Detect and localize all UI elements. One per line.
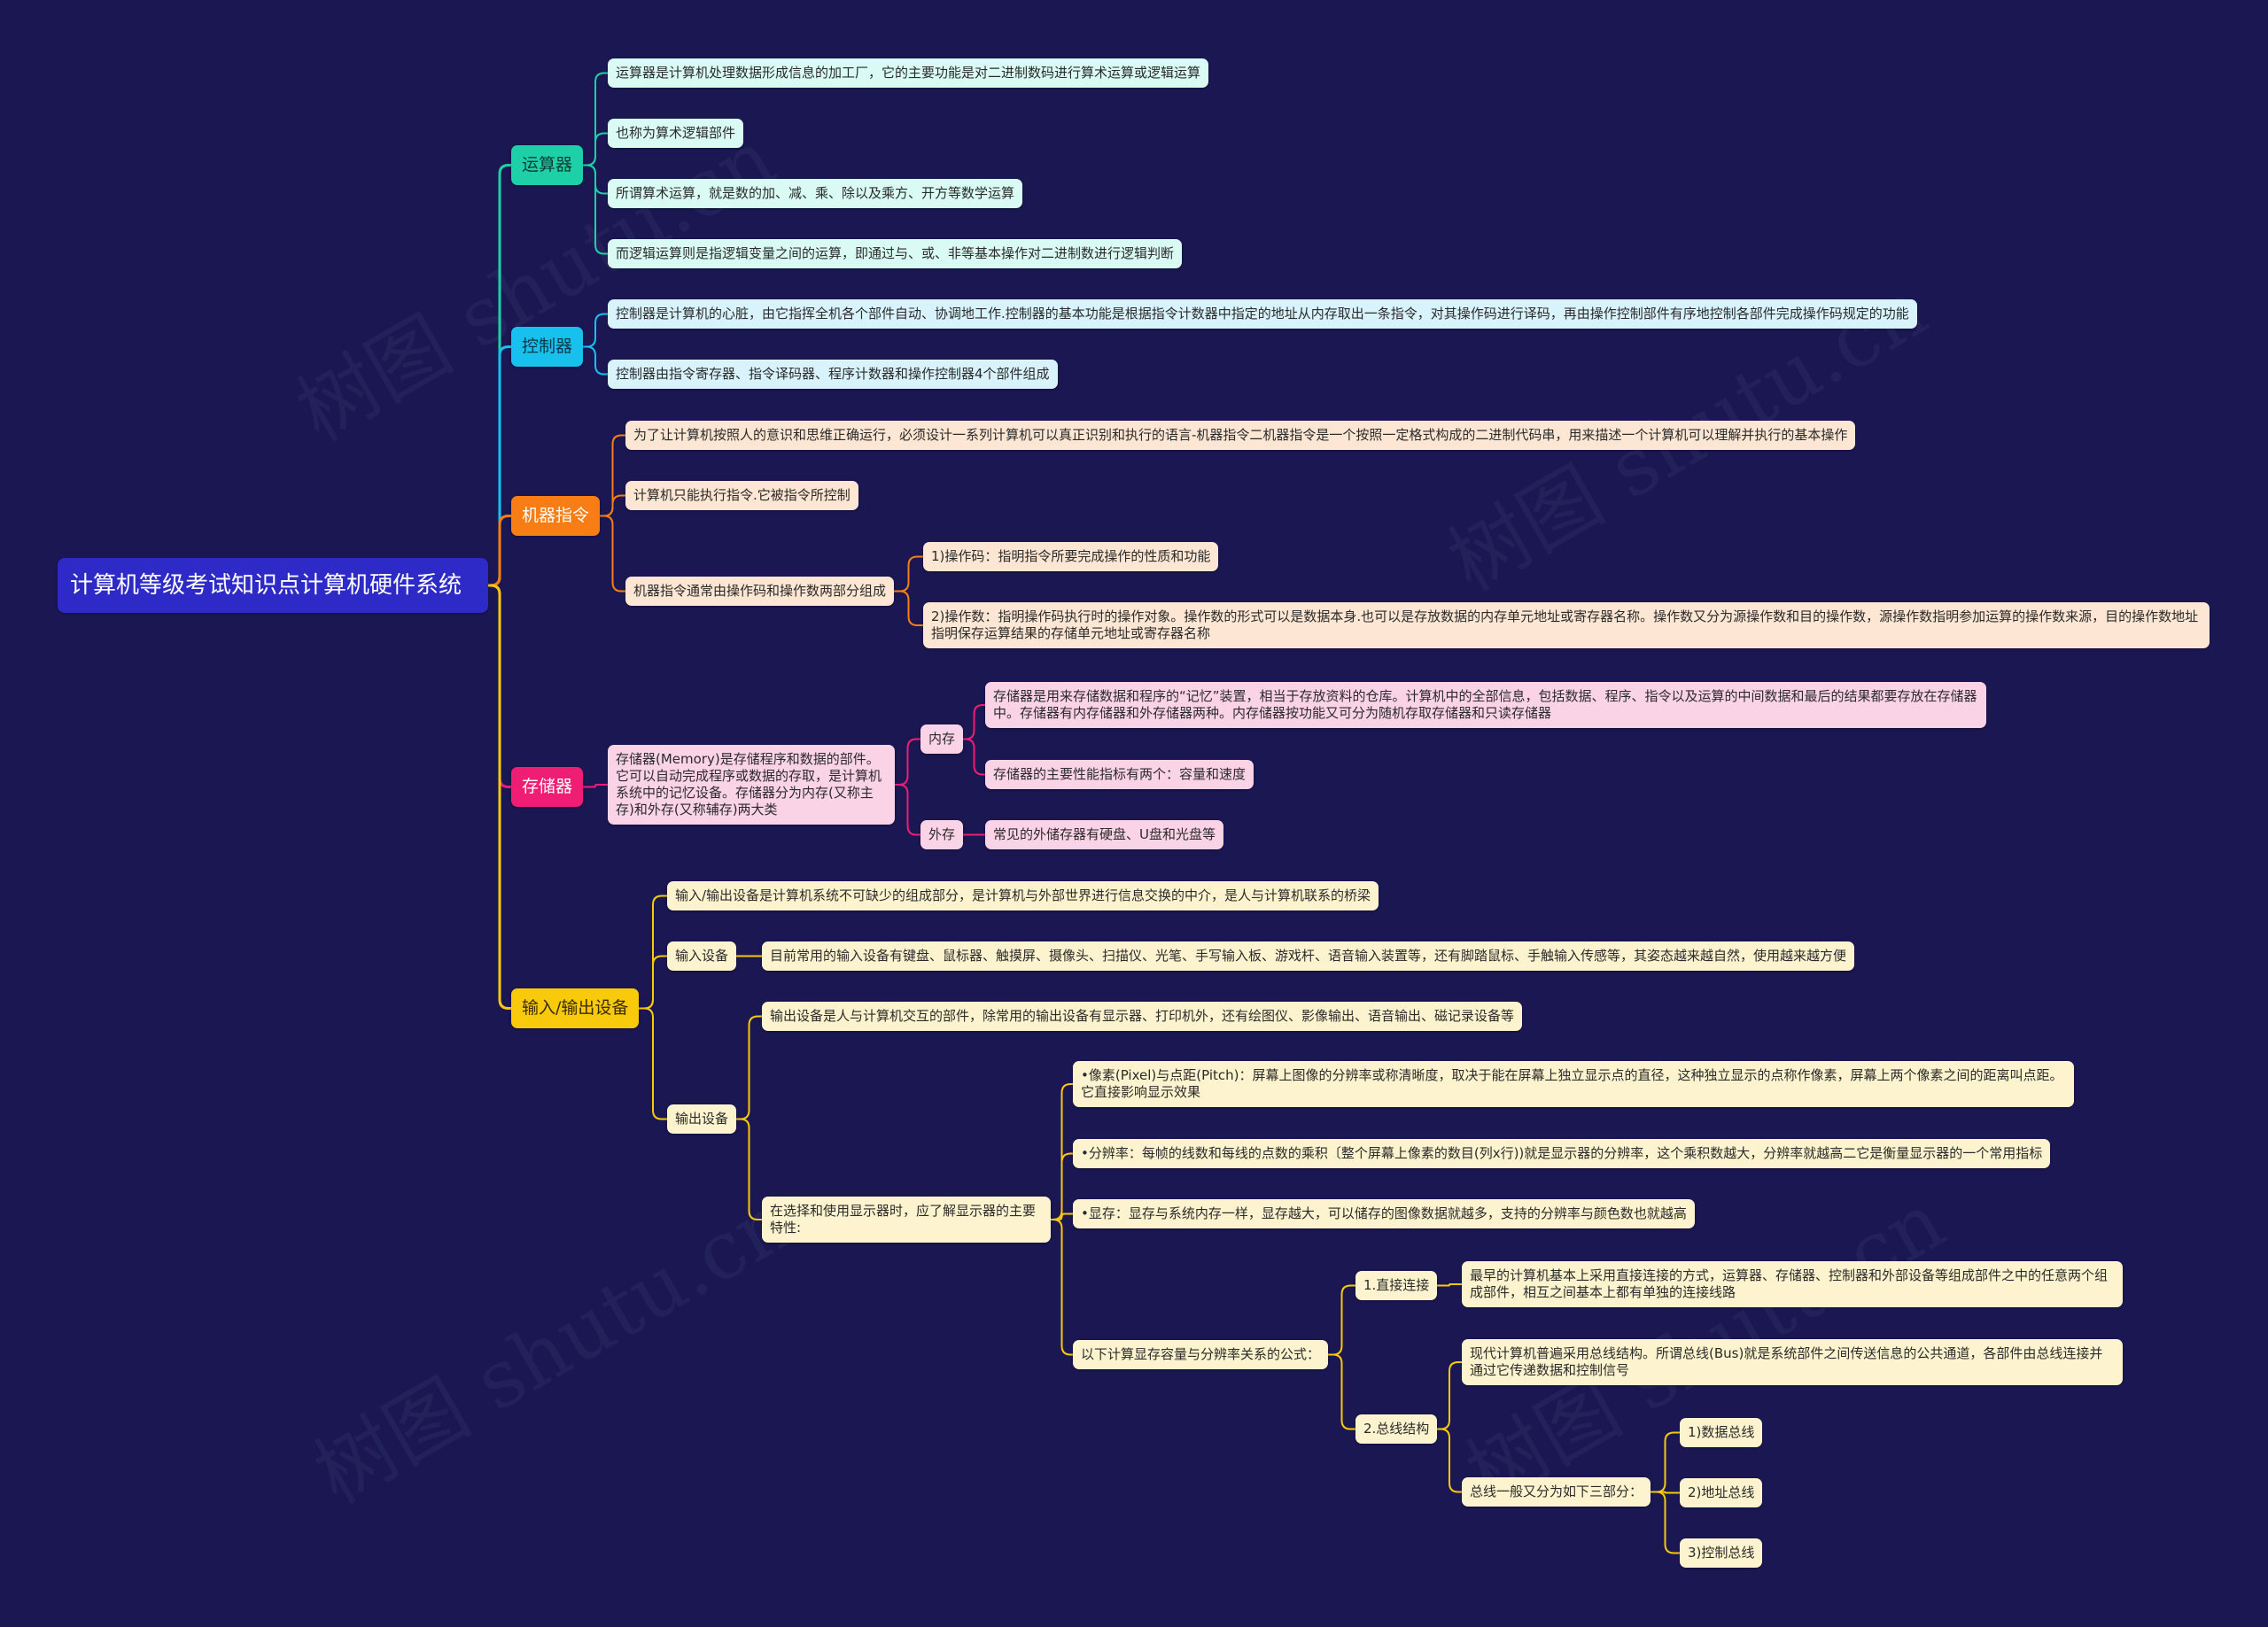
connector-n-jq-n-jq3	[600, 515, 625, 593]
connector-n-bus2-n-b1	[1651, 1431, 1680, 1493]
address-bus[interactable]: 2)地址总线	[1680, 1478, 1763, 1507]
topic-alu[interactable]: 运算器	[511, 145, 584, 185]
connector-n-direct-n-direct1	[1437, 1283, 1462, 1287]
bus-types[interactable]: 总线一般又分为如下三部分：	[1462, 1477, 1651, 1507]
data-bus[interactable]: 1)数据总线	[1680, 1418, 1763, 1447]
connector-n-root-n-cc	[488, 584, 511, 788]
connector-n-root-n-jq	[488, 515, 511, 587]
topic-external-memory[interactable]: 外存	[920, 820, 964, 849]
connector-n-kz-n-kz2	[583, 345, 608, 376]
control-bus[interactable]: 3)控制总线	[1680, 1538, 1763, 1568]
opcode-detail[interactable]: 1)操作码：指明指令所要完成操作的性质和功能	[923, 542, 1219, 571]
topic-controller[interactable]: 控制器	[511, 327, 584, 367]
display-vram[interactable]: •显存：显存与系统内存一样，显存越大，可以储存的图像数据就越多，支持的分辨率与颜…	[1073, 1199, 1695, 1228]
direct-connection-detail[interactable]: 最早的计算机基本上采用直接连接的方式，运算器、存储器、控制器和外部设备等组成部件…	[1462, 1261, 2123, 1307]
alu-detail-2[interactable]: 也称为算术逻辑部件	[608, 119, 744, 148]
direct-connection[interactable]: 1.直接连接	[1355, 1271, 1438, 1300]
topic-machine-instruction[interactable]: 机器指令	[511, 496, 601, 536]
connector-n-bus2-n-b3	[1651, 1491, 1680, 1554]
connector-n-root-n-io	[488, 584, 511, 1010]
topic-memory[interactable]: 存储器	[511, 767, 584, 807]
internal-memory-detail-1[interactable]: 存储器是用来存储数据和程序的“记忆”装置，相当于存放资料的仓库。计算机中的全部信…	[985, 682, 1986, 728]
output-devices-detail[interactable]: 输出设备是人与计算机交互的部件，除常用的输出设备有显示器、打印机外，还有绘图仪、…	[762, 1002, 1523, 1031]
connector-n-io-n-in	[639, 955, 667, 1010]
instruction-detail-3[interactable]: 机器指令通常由操作码和操作数两部分组成	[625, 577, 895, 606]
internal-memory-detail-2[interactable]: 存储器的主要性能指标有两个：容量和速度	[985, 760, 1254, 789]
alu-detail-1[interactable]: 运算器是计算机处理数据形成信息的加工厂，它的主要功能是对二进制数码进行算术运算或…	[608, 58, 1209, 88]
connector-n-formula-n-direct	[1328, 1284, 1355, 1356]
display-features[interactable]: 在选择和使用显示器时，应了解显示器的主要特性:	[762, 1197, 1051, 1243]
alu-detail-3[interactable]: 所谓算术运算，就是数的加、减、乘、除以及乘方、开方等数学运算	[608, 179, 1023, 208]
connector-n-jq3-n-jq3a	[894, 555, 923, 593]
connector-n-out2-n-formula	[1051, 1219, 1073, 1356]
connector-n-io-n-io1	[639, 895, 667, 1010]
controller-detail-1[interactable]: 控制器是计算机的心脏，由它指挥全机各个部件自动、协调地工作.控制器的基本功能是根…	[608, 299, 1917, 329]
connector-n-cc1-n-wc	[895, 784, 920, 836]
connector-n-io-n-out	[639, 1007, 667, 1120]
bus-structure[interactable]: 2.总线结构	[1355, 1414, 1438, 1444]
input-devices-detail[interactable]: 目前常用的输入设备有键盘、鼠标器、触摸屏、摄像头、扫描仪、光笔、手写输入板、游戏…	[762, 941, 1855, 971]
memory-detail[interactable]: 存储器(Memory)是存储程序和数据的部件。它可以自动完成程序或数据的存取，是…	[608, 745, 895, 825]
connector-n-cc1-n-nc	[895, 738, 920, 786]
connector-n-nc-n-nc2	[963, 738, 985, 776]
bus-structure-detail[interactable]: 现代计算机普遍采用总线结构。所谓总线(Bus)就是系统部件之间传送信息的公共通道…	[1462, 1339, 2123, 1385]
connector-n-kz-n-kz1	[583, 313, 608, 348]
connector-n-out-n-out1	[736, 1015, 762, 1120]
connector-n-jq3-n-jq3b	[894, 590, 923, 626]
instruction-detail-1[interactable]: 为了让计算机按照人的意识和思维正确运行，必须设计一系列计算机可以真正识别和执行的…	[625, 421, 1856, 450]
watermark: 树图 shutu.cn	[291, 1158, 810, 1525]
topic-input-devices[interactable]: 输入设备	[667, 941, 737, 971]
connector-n-root-n-kz	[488, 345, 511, 587]
topic-io-devices[interactable]: 输入/输出设备	[511, 988, 640, 1028]
instruction-detail-2[interactable]: 计算机只能执行指令.它被指令所控制	[625, 481, 858, 510]
alu-detail-4[interactable]: 而逻辑运算则是指逻辑变量之间的运算，即通过与、或、非等基本操作对二进制数进行逻辑…	[608, 239, 1183, 268]
connector-n-nc-n-nc1	[963, 704, 985, 740]
io-detail[interactable]: 输入/输出设备是计算机系统不可缺少的组成部分，是计算机与外部世界进行信息交换的中…	[667, 881, 1379, 910]
external-memory-detail[interactable]: 常见的外储存器有硬盘、U盘和光盘等	[985, 820, 1223, 849]
connector-n-formula-n-bus	[1328, 1353, 1355, 1430]
connector-n-out2-n-res	[1051, 1152, 1073, 1220]
controller-detail-2[interactable]: 控制器由指令寄存器、指令译码器、程序计数器和操作控制器4个部件组成	[608, 360, 1058, 389]
connector-n-ys-n-ys1	[583, 72, 608, 167]
topic-output-devices[interactable]: 输出设备	[667, 1104, 737, 1134]
connector-n-bus2-n-b2	[1651, 1491, 1680, 1494]
display-pixel-pitch[interactable]: •像素(Pixel)与点距(Pitch)：屏幕上图像的分辨率或称清晰度，取决于能…	[1073, 1061, 2074, 1107]
root-topic[interactable]: 计算机等级考试知识点计算机硬件系统	[58, 558, 488, 613]
connector-n-out2-n-vram	[1051, 1213, 1073, 1220]
connector-n-out2-n-px	[1051, 1083, 1073, 1220]
operand-detail[interactable]: 2)操作数：指明操作码执行时的操作对象。操作数的形式可以是数据本身.也可以是存放…	[923, 602, 2210, 648]
connector-n-cc-n-cc1	[583, 784, 608, 788]
connector-n-jq-n-jq2	[600, 494, 625, 517]
vram-formula[interactable]: 以下计算显存容量与分辨率关系的公式：	[1073, 1340, 1329, 1369]
display-resolution[interactable]: •分辨率：每帧的线数和每线的点数的乘积〔整个屏幕上像素的数目(列x行))就是显示…	[1073, 1139, 2051, 1168]
connector-n-ys-n-ys2	[583, 132, 608, 167]
topic-internal-memory[interactable]: 内存	[920, 724, 964, 754]
connector-n-jq-n-jq1	[600, 434, 625, 517]
